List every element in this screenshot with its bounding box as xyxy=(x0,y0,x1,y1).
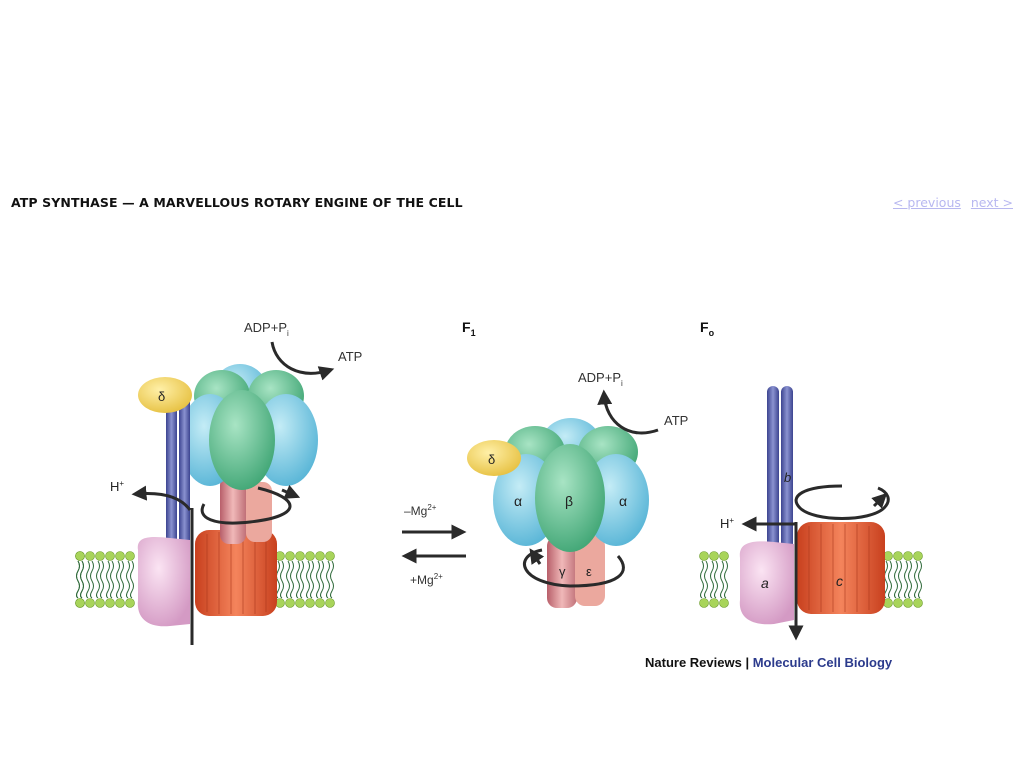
fo-proton-label: H+ xyxy=(720,516,734,531)
mg-equilibrium: –Mg2+ +Mg2+ xyxy=(401,503,467,587)
credit-section: Molecular Cell Biology xyxy=(753,655,893,670)
figure-credit: Nature Reviews | Molecular Cell Biology xyxy=(645,655,893,670)
f1-gamma-stalk xyxy=(547,536,577,608)
left-f1-head xyxy=(180,364,318,490)
left-delta-subunit xyxy=(138,377,192,413)
f1-beta xyxy=(535,444,605,552)
fo-c-label: c xyxy=(836,573,843,589)
f1-epsilon-label: ε xyxy=(586,564,592,579)
next-link[interactable]: next > xyxy=(970,195,1013,210)
f1-alpha-left-label: α xyxy=(514,493,522,509)
fo-a-label: a xyxy=(761,575,769,591)
atp-synthase-figure: δ H+ ADP+Pi ATP –Mg2+ +Mg2+ F1 xyxy=(0,300,1024,700)
left-delta-label: δ xyxy=(158,389,165,404)
fo-b-stalk xyxy=(767,386,779,556)
previous-link[interactable]: < previous xyxy=(892,195,961,210)
f1-product-label: ATP xyxy=(664,413,688,428)
fo-a-subunit xyxy=(739,541,794,625)
fo-rotation-arrow xyxy=(794,484,890,520)
plus-mg-label: +Mg2+ xyxy=(410,572,443,587)
left-membrane xyxy=(75,551,335,608)
left-proton-label: H+ xyxy=(110,479,124,494)
fo-panel: Fo c b a H+ xyxy=(699,319,923,641)
minus-mg-label: –Mg2+ xyxy=(404,503,437,518)
f1-panel: F1 α β α δ γ ε ADP+Pi ATP xyxy=(462,319,688,608)
f1-delta-subunit xyxy=(467,440,521,476)
credit-journal: Nature Reviews xyxy=(645,655,742,670)
pager: < previous next > xyxy=(887,195,1013,210)
fo-c-ring xyxy=(797,522,885,614)
fo-title: Fo xyxy=(700,319,715,338)
left-b-stalk-2 xyxy=(179,396,190,556)
f1-alpha-right-label: α xyxy=(619,493,627,509)
f1-title: F1 xyxy=(462,319,476,338)
f1-hydrolysis-arrow xyxy=(597,389,659,435)
left-substrate-label: ADP+Pi xyxy=(244,320,289,338)
left-panel: δ H+ ADP+Pi ATP xyxy=(75,320,362,645)
fo-b-label: b xyxy=(784,470,791,485)
f1-substrate-label: ADP+Pi xyxy=(578,370,623,388)
left-gamma-stalk xyxy=(220,476,246,544)
left-synthesis-arrow xyxy=(270,341,335,381)
left-c-ring xyxy=(195,530,277,616)
left-b-stalk xyxy=(166,396,177,556)
credit-separator: | xyxy=(742,655,753,670)
f1-beta-label: β xyxy=(565,493,573,509)
f1-delta-label: δ xyxy=(488,452,495,467)
f1-rotation-arrow xyxy=(523,548,625,588)
page-title: ATP SYNTHASE — A MARVELLOUS ROTARY ENGIN… xyxy=(11,195,463,210)
f1-epsilon-stalk xyxy=(575,536,605,606)
f1-gamma-label: γ xyxy=(559,564,566,579)
left-a-subunit xyxy=(137,537,190,627)
left-epsilon-stalk xyxy=(246,482,272,542)
left-product-label: ATP xyxy=(338,349,362,364)
left-proton-arrow xyxy=(131,485,192,511)
fo-b-stalk-2 xyxy=(781,386,793,556)
